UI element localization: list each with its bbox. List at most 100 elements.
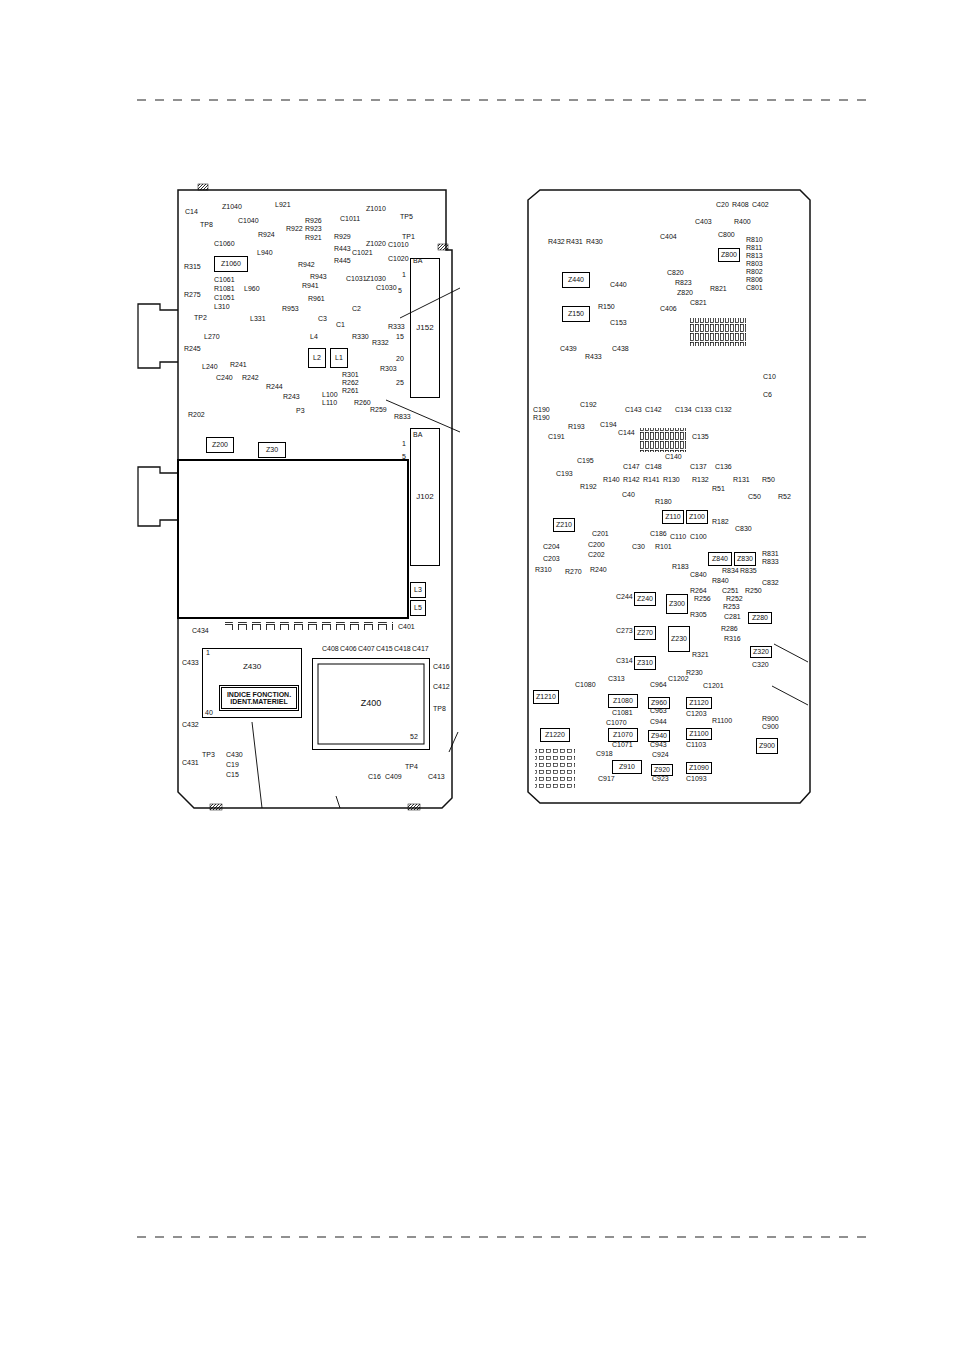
component-label: C416 xyxy=(433,663,450,670)
component-label: R261 xyxy=(342,387,359,394)
component-label: C134 xyxy=(675,406,692,413)
component-label: R443 xyxy=(334,245,351,252)
component-label: C1051 xyxy=(214,294,235,301)
pin-number: 5 xyxy=(398,287,402,294)
component-label: C439 xyxy=(560,345,577,352)
component-label: R332 xyxy=(372,339,389,346)
component-label: C142 xyxy=(645,406,662,413)
leader-line xyxy=(449,732,458,752)
leader-line xyxy=(336,796,340,808)
component-label: C1071 xyxy=(612,741,633,748)
component-label: C430 xyxy=(226,751,243,758)
component-label: C900 xyxy=(762,723,779,730)
component-label: R810 xyxy=(746,236,763,243)
part-reference: Z440 xyxy=(568,276,584,283)
component-label: C193 xyxy=(556,470,573,477)
component-label: R259 xyxy=(370,406,387,413)
component-label: C403 xyxy=(695,218,712,225)
part-reference: Z1220 xyxy=(545,731,565,738)
part-reference: Z900 xyxy=(759,742,775,749)
page-rule xyxy=(137,1236,868,1237)
part-reference: Z960 xyxy=(651,699,667,706)
component-label: R192 xyxy=(580,483,597,490)
component-label: TP5 xyxy=(400,213,413,220)
component-box: Z320 xyxy=(750,646,772,658)
component-label: C418 xyxy=(394,645,411,652)
component-box: Z110 xyxy=(662,510,684,524)
component-label: R321 xyxy=(692,651,709,658)
pin-number: 1 xyxy=(206,649,210,656)
component-label: C1103 xyxy=(686,741,706,748)
component-label: C840 xyxy=(690,571,707,578)
component-label: L100 xyxy=(322,391,338,398)
component-label: C820 xyxy=(667,269,684,276)
component-label: C147 xyxy=(623,463,640,470)
component-label: C1031 xyxy=(346,275,367,282)
component-box: Z1120 xyxy=(686,697,712,709)
component-label: R245 xyxy=(184,345,201,352)
component-label: C1061 xyxy=(214,276,235,283)
part-reference: Z310 xyxy=(637,659,653,666)
component-label: C186 xyxy=(650,530,667,537)
component-label: Z1040 xyxy=(222,203,242,210)
component-label: R256 xyxy=(694,595,711,602)
component-label: R101 xyxy=(655,543,672,550)
component-label: R802 xyxy=(746,268,763,275)
component-label: R183 xyxy=(672,563,689,570)
component-box: Z240 xyxy=(634,592,656,606)
part-reference: L5 xyxy=(414,604,422,611)
component-label: R941 xyxy=(302,282,319,289)
component-label: R333 xyxy=(388,323,405,330)
component-label: C251 xyxy=(722,587,739,594)
component-label: C415 xyxy=(376,645,393,652)
part-reference: Z150 xyxy=(568,310,584,317)
component-label: C1080 xyxy=(575,681,596,688)
component-label: R305 xyxy=(690,611,707,618)
pin-array xyxy=(640,428,686,452)
component-label: C1093 xyxy=(686,775,707,782)
component-label: R241 xyxy=(230,361,247,368)
component-label: R202 xyxy=(188,411,205,418)
component-box: Z210 xyxy=(553,518,575,532)
component-label: Z1020 xyxy=(366,240,386,247)
component-label: R310 xyxy=(535,566,552,573)
component-label: TP8 xyxy=(433,705,446,712)
component-label: R264 xyxy=(690,587,707,594)
part-reference: L2 xyxy=(313,354,321,361)
component-label: R180 xyxy=(655,498,672,505)
component-label: R431 xyxy=(566,238,583,245)
component-label: C918 xyxy=(596,750,613,757)
component-label: C431 xyxy=(182,759,199,766)
component-label: R900 xyxy=(762,715,779,722)
component-label: C202 xyxy=(588,551,605,558)
page-rule xyxy=(137,99,868,100)
component-box: Z30 xyxy=(258,442,286,458)
component-label: C10 xyxy=(763,373,776,380)
component-label: R230 xyxy=(686,669,703,676)
component-label: BA xyxy=(413,431,422,438)
component-box: Z1070 xyxy=(608,728,638,742)
component-label: C409 xyxy=(385,773,402,780)
component-label: R50 xyxy=(762,476,775,483)
component-label: R51 xyxy=(712,485,725,492)
part-reference: L3 xyxy=(414,586,422,593)
component-label: R922 xyxy=(286,225,303,232)
inductor-box: L3 xyxy=(410,582,426,598)
component-label: R821 xyxy=(710,285,727,292)
component-label: C191 xyxy=(548,433,565,440)
component-label: C404 xyxy=(660,233,677,240)
component-box: Z800 xyxy=(718,248,740,262)
component-box: Z1080 xyxy=(608,694,638,708)
component-label: R445 xyxy=(334,257,351,264)
component-label: C281 xyxy=(724,613,741,620)
part-reference: Z1090 xyxy=(689,764,709,771)
component-label: R953 xyxy=(282,305,299,312)
component-label: C132 xyxy=(715,406,732,413)
ground-mark xyxy=(438,244,448,250)
component-label: R262 xyxy=(342,379,359,386)
part-reference: Z210 xyxy=(556,521,572,528)
component-box: Z1210 xyxy=(533,690,559,704)
component-label: C413 xyxy=(428,773,445,780)
component-label: R924 xyxy=(258,231,275,238)
